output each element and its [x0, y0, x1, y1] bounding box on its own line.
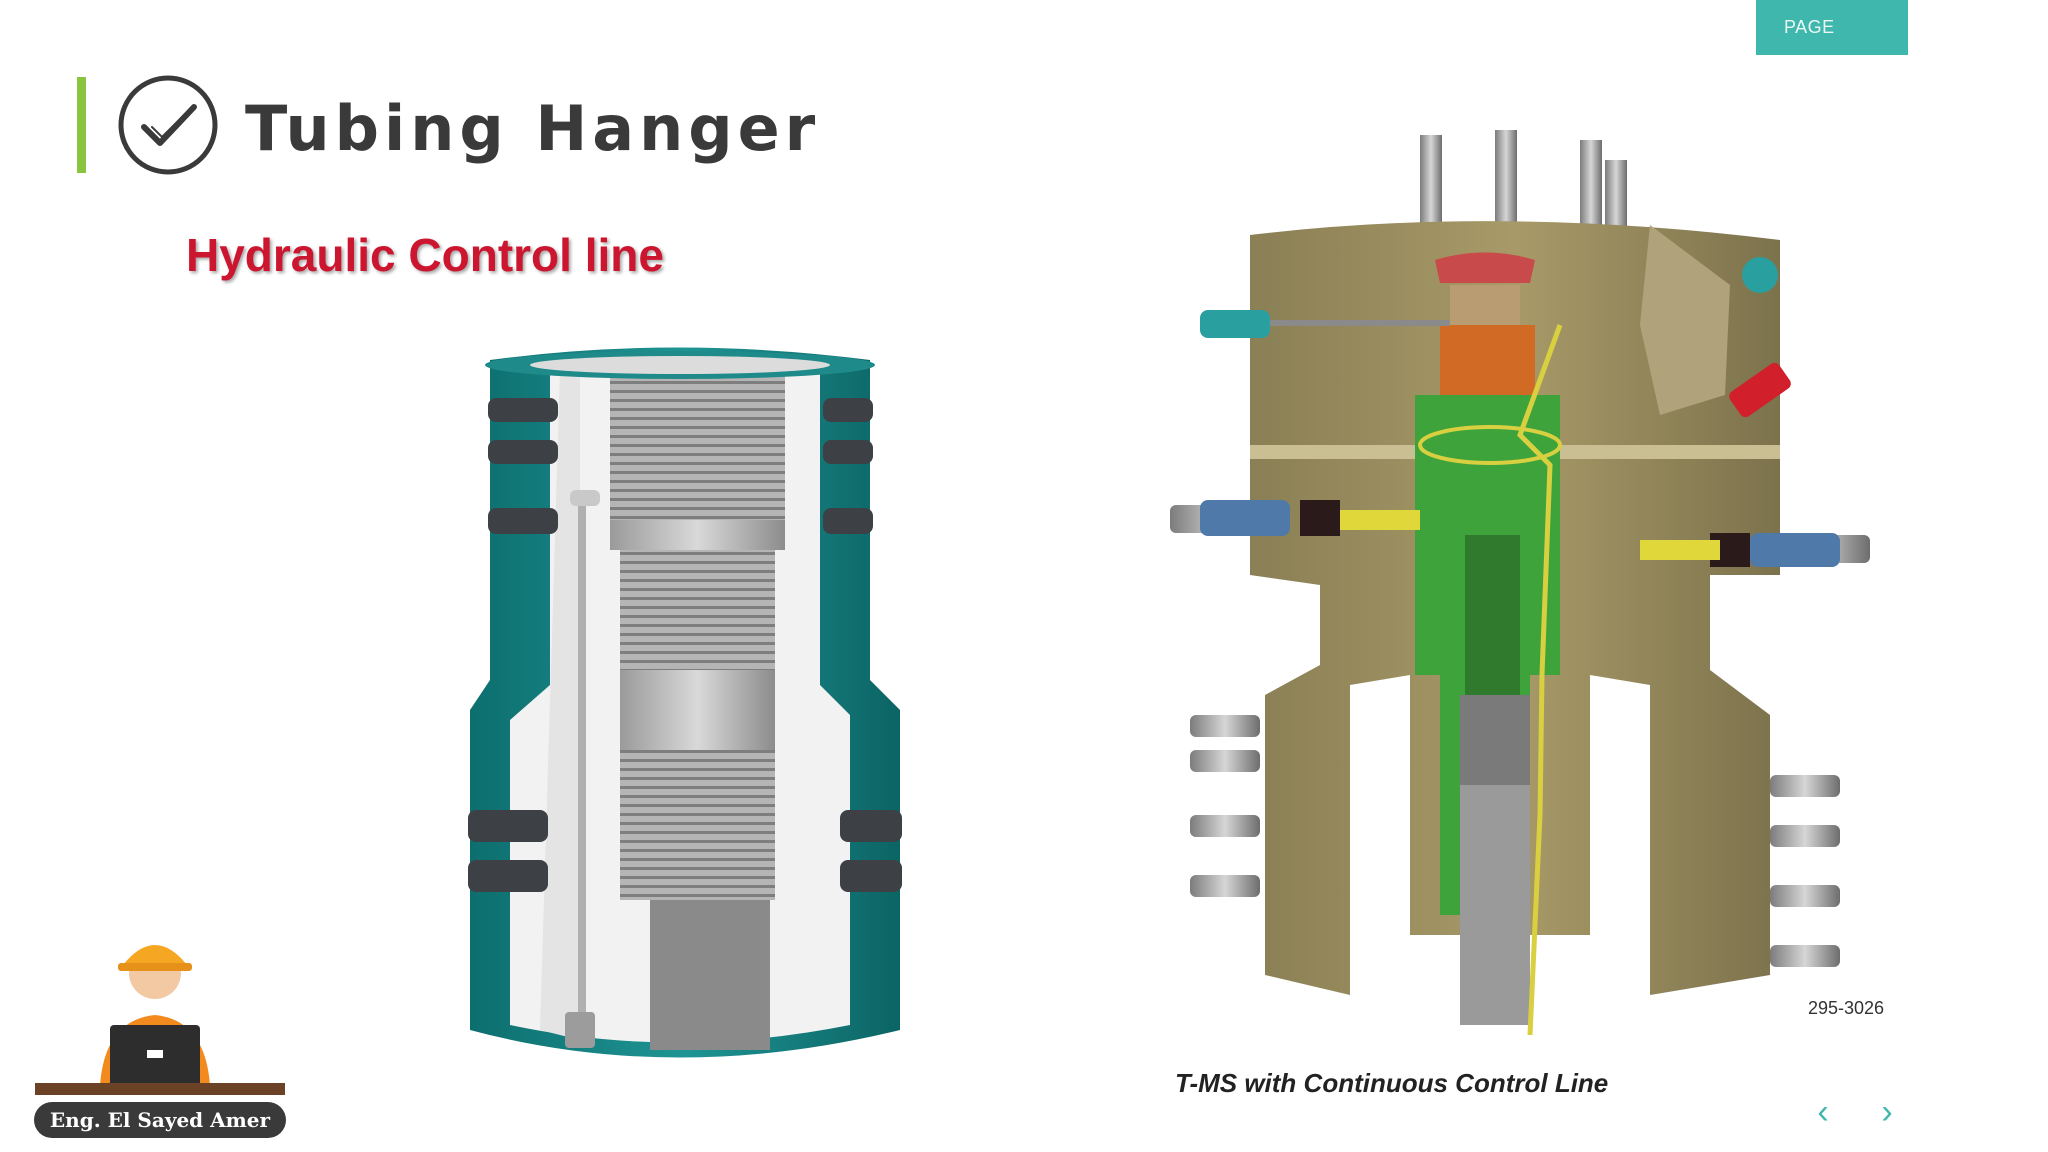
check-circle-icon: [118, 75, 218, 175]
section-subtitle: Hydraulic Control line: [186, 229, 664, 281]
page-title: Tubing Hanger: [245, 92, 821, 165]
wellhead-assembly-illustration: [1170, 130, 1870, 1036]
page-tab[interactable]: PAGE: [1756, 0, 1908, 55]
figure-caption: T-MS with Continuous Control Line: [1175, 1068, 1609, 1098]
tubing-hanger-cutaway-illustration: [468, 347, 902, 1058]
engineer-avatar-illustration: [35, 945, 285, 1095]
author-name-badge: Eng. El Sayed Amer: [34, 1102, 286, 1138]
title-accent-bar: [77, 77, 86, 173]
figure-number: 295-3026: [1808, 998, 1885, 1018]
chevron-left-icon[interactable]: ‹: [1817, 1093, 1829, 1131]
chevron-right-icon[interactable]: ›: [1881, 1093, 1893, 1131]
